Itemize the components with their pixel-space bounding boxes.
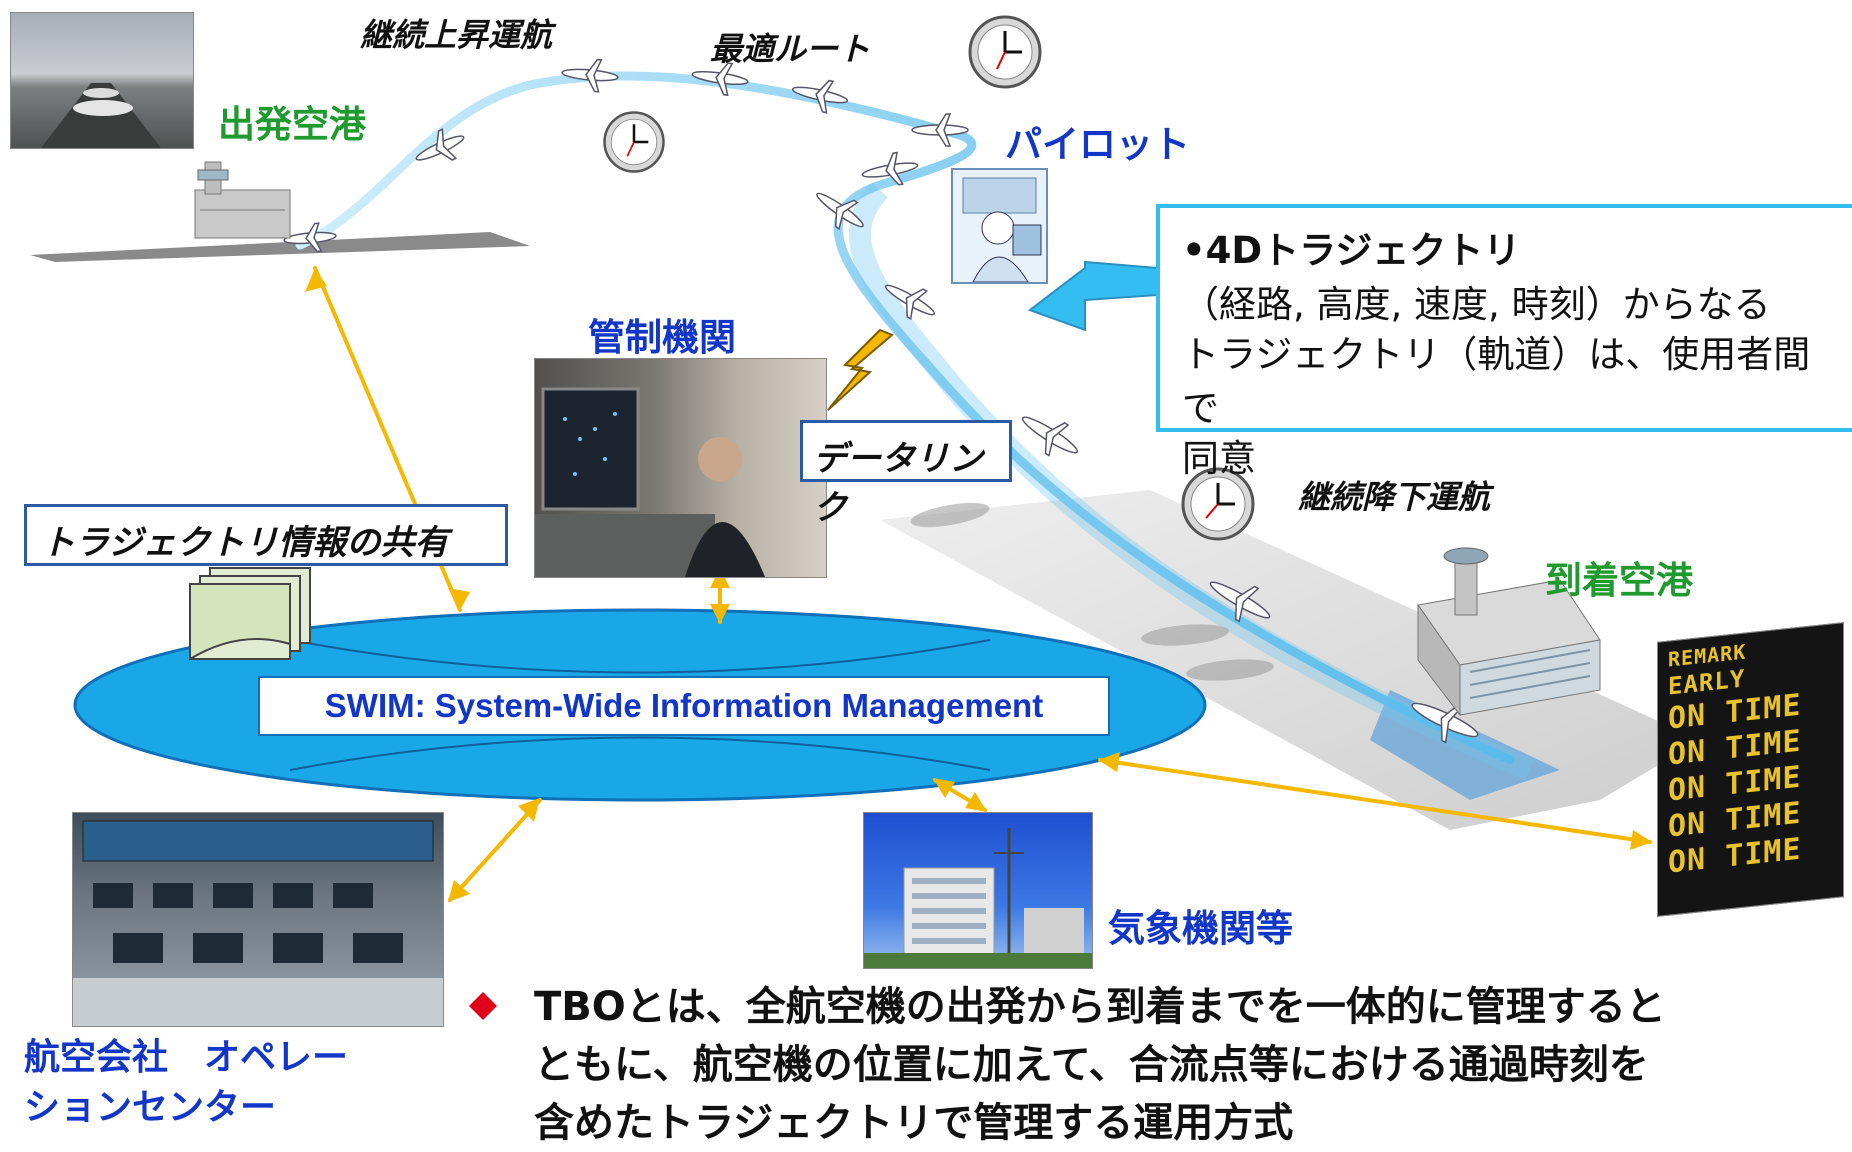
arrival-airport-label: 到着空港 [1545,559,1693,602]
departure-airport-photo [10,12,194,149]
exchange-arrow-arrival [1098,758,1652,844]
airplane-shadow [910,502,990,528]
pilot-icon [951,168,1048,284]
airplane-icon [1021,416,1079,457]
tbo-description-line: TBOとは、全航空機の出発から到着までを一体的に管理すると [534,984,1666,1030]
airplane-icon [791,79,849,114]
4d-trajectory-callout: •4Dトラジェクトリ （経路, 高度, 速度, 時刻）からなる トラジェクトリ（… [1156,204,1852,480]
flight-path [295,71,1515,765]
optimal-route-label: 最適ルート [710,30,871,68]
airplane-shadow [1141,624,1229,646]
atc-label: 管制機関 [588,316,736,359]
airplane-icon [861,151,919,186]
airline-ops-label-line2: ションセンター [24,1087,277,1128]
met-agency-photo [863,812,1093,969]
atc-photo [534,358,827,578]
callout-line: （経路, 高度, 速度, 時刻）からなる [1182,283,1771,326]
callout-line: 同意 [1182,437,1256,480]
departure-runway [30,232,530,262]
departure-airport-label: 出発空港 [218,103,366,146]
airplane-icon [561,58,619,93]
callout-title: •4Dトラジェクトリ [1182,229,1521,272]
met-agency-label: 気象機関等 [1108,907,1293,950]
airline-ops-center-photo [72,812,444,1027]
tbo-description-line: 含めたトラジェクトリで管理する運用方式 [534,1100,1294,1146]
airplane-shadow [1186,659,1274,681]
arrival-terminal [1417,547,1601,717]
airplane-icon [911,113,969,147]
descent-phase-label: 継続降下運航 [1298,478,1491,516]
airplane-icon [1209,581,1271,623]
callout-arrow [1027,260,1159,332]
exchange-arrow-airline [448,798,542,902]
callout-line: トラジェクトリ（軌道）は、使用者間で [1182,333,1811,430]
departure-terminal [194,161,291,239]
datalink-label: データリンク [800,420,1012,528]
airline-ops-label-line1: 航空会社 オペレー [24,1037,349,1078]
airplane-icon [415,128,465,161]
airplane-icon [691,62,749,97]
clock-icon [967,14,1043,90]
swim-label: SWIM: System-Wide Information Management [258,676,1110,736]
documents-icon [189,567,311,661]
bullet-diamond-icon [469,992,497,1020]
clock-icon [1180,466,1256,542]
airplane-icon [884,284,936,321]
airplane-icon [283,222,337,253]
datalink-lightning-icon [827,328,894,411]
tbo-description: TBOとは、全航空機の出発から到着までを一体的に管理すると ともに、航空機の位置… [534,978,1834,1152]
climb-phase-label: 継続上昇運航 [360,16,553,54]
trajectory-sharing-label: トラジェクトリ情報の共有 [24,504,508,566]
arrivals-board-photo: REMARK EARLY ON TIME ON TIME ON TIME ON … [1657,622,1844,917]
tbo-description-line: ともに、航空機の位置に加えて、合流点等における通過時刻を [534,1042,1649,1088]
clock-icon [602,110,666,174]
airplane-icon [816,192,864,231]
pilot-label: パイロット [1005,123,1190,166]
